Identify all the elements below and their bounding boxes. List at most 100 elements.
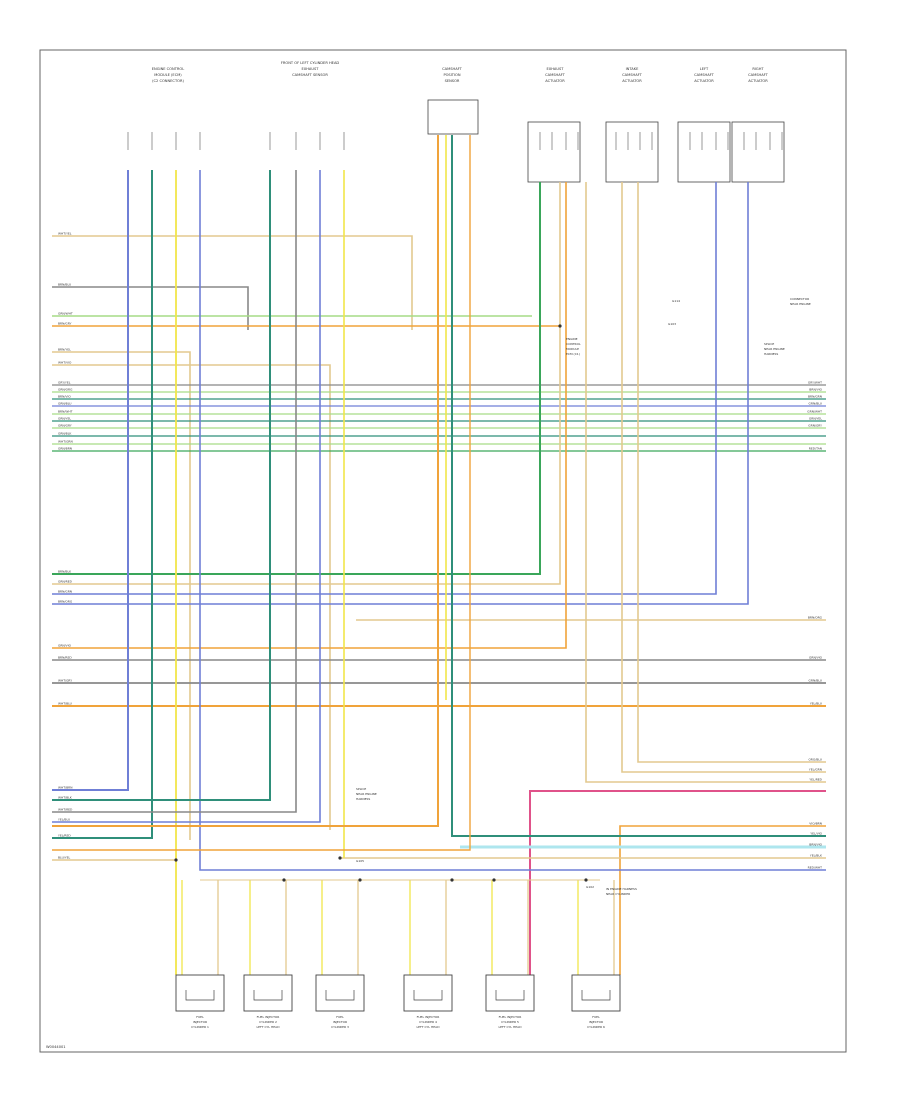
- fuel-injector-1-label-2: INJECTOR: [193, 1020, 207, 1024]
- annotation-connector-line-1: CONNECTOR: [790, 297, 809, 301]
- splice-dot-3: [338, 856, 342, 860]
- left-wire-label-5: BRN/YEL: [58, 348, 71, 352]
- wire-v-10: [52, 135, 471, 851]
- left-wire-label-8: GRN/ORG: [58, 388, 73, 392]
- left-wire-label-27: WHT/RED: [58, 808, 73, 812]
- header-component-2: FRONT OF LEFT CYLINDER HEAD EXHAUST CAMS…: [281, 61, 340, 77]
- header-component-5-line-1: INTAKE: [626, 67, 639, 71]
- wire-v-1: [52, 170, 129, 791]
- header-component-6-line-3: ACTUATOR: [694, 79, 714, 83]
- fuel-injector-5-body: [485, 974, 535, 1012]
- fuel-injector-3-body: [315, 974, 365, 1012]
- left-wire-label-13: GRN/GRY: [58, 424, 72, 428]
- splice-dot-4: [450, 878, 454, 882]
- right-wire-label-5: GRN/WHT: [807, 410, 822, 414]
- wire-r-6: [451, 135, 826, 837]
- left-wire-label-14: GRN/BLK: [58, 432, 72, 436]
- header-component-3-line-3: SENSOR: [445, 79, 460, 83]
- fuel-injector-4-body: [403, 974, 453, 1012]
- header-component-5-line-2: CAMSHAFT: [622, 73, 643, 77]
- left-wire-label-4: BRN/GRY: [58, 322, 72, 326]
- fuel-injector-3-coil-icon: [325, 990, 355, 1001]
- fuel-injector-5-label-2: CYLINDER 5: [501, 1020, 519, 1024]
- wire-v-5: [52, 170, 297, 813]
- left-wire-label-12: GRN/YEL: [58, 417, 71, 421]
- left-wire-label-1: WHT/YEL: [58, 232, 72, 236]
- left-wire-label-25: WHT/BRN: [58, 786, 72, 790]
- right-wire-label-15: YEL/RED: [809, 778, 822, 782]
- header-component-6-line-1: LEFT: [700, 67, 709, 71]
- annotation-splice-2-line-3: HARNESS: [356, 797, 370, 801]
- right-wire-label-14: YEL/GRN: [809, 768, 822, 772]
- right-wire-label-16: VIO/BRN: [809, 822, 822, 826]
- left-wire-label-11: BRN/WHT: [58, 410, 73, 414]
- right-wire-label-10: GRN/VIO: [809, 656, 823, 660]
- left-wire-label-18: GRN/RED: [58, 580, 73, 584]
- header-component-7: RIGHT CAMSHAFT ACTUATOR: [748, 67, 769, 83]
- actuator-box-2: [605, 121, 659, 183]
- header-component-6: LEFT CAMSHAFT ACTUATOR: [694, 67, 715, 83]
- wire-r-1: [637, 182, 826, 763]
- right-wire-label-13: ORG/BLU: [808, 758, 822, 762]
- fuel-injector-5-coil-icon: [495, 990, 525, 1001]
- right-wire-label-6: GRN/YEL: [809, 417, 822, 421]
- fuel-injector-4-label-3: LEFT CYL HEAD: [416, 1025, 440, 1029]
- left-wire-label-24: WHT/BLU: [58, 702, 72, 706]
- left-wire-label-29: YEL/RED: [58, 834, 71, 838]
- header-component-2-line-1: FRONT OF LEFT CYLINDER HEAD: [281, 61, 340, 65]
- right-wire-label-19: YEL/BLK: [810, 854, 823, 858]
- header-component-7-line-1: RIGHT: [752, 67, 764, 71]
- fuel-injector-6-label-2: INJECTOR: [589, 1020, 603, 1024]
- fuel-injector-1-coil-icon: [185, 990, 215, 1001]
- wire-v-8: [52, 135, 439, 827]
- wire-v-4: [52, 170, 271, 801]
- header-component-4-line-3: ACTUATOR: [545, 79, 565, 83]
- annotation-splice-1: SPLICE NEAR ENGINE HARNESS: [764, 342, 785, 356]
- right-wire-labels: GRY/WHTBRN/VIOBRN/GRNGRN/BLUGRN/WHTGRN/Y…: [807, 381, 823, 870]
- header-component-1-line-2: MODULE (ECM): [154, 73, 182, 77]
- header-component-4-line-2: CAMSHAFT: [545, 73, 566, 77]
- header-component-2-line-2: EXHAUST: [301, 67, 319, 71]
- header-component-1: ENGINE CONTROL MODULE (ECM) (C2 CONNECTO…: [152, 67, 185, 83]
- right-wire-label-17: YEL/VIO: [810, 832, 822, 836]
- right-wire-label-8: RED/TAN: [809, 447, 822, 451]
- fuel-injector-4-label-1: FUEL INJECTOR: [417, 1015, 440, 1019]
- right-wire-label-9: BRN/ORG: [808, 616, 823, 620]
- right-wire-label-4: GRN/BLU: [809, 402, 822, 406]
- left-wire-label-30: BLU/YEL: [58, 856, 71, 860]
- wire-v-6: [52, 170, 321, 823]
- left-wire-label-20: BRN/ORG: [58, 600, 73, 604]
- header-component-4-line-1: EXHAUST: [546, 67, 564, 71]
- wire-h-2: [52, 286, 249, 330]
- annotation-ecm-c1-line-2: CONTROL: [566, 342, 581, 346]
- tag-g114: G114: [672, 299, 680, 303]
- actuator-box-4: [731, 121, 785, 183]
- header-component-1-line-1: ENGINE CONTROL: [152, 67, 184, 71]
- annotation-connector-line-2: NEAR ENGINE: [790, 302, 811, 306]
- annotation-ecm-c1-line-4: ECM (C1): [566, 352, 580, 356]
- wire-h-9: [52, 182, 717, 595]
- annotation-ecm-c1: ENGINE CONTROL MODULE ECM (C1): [566, 337, 581, 356]
- fuel-injector-6-label-3: CYLINDER 6: [587, 1025, 605, 1029]
- splice-dot-2: [174, 858, 178, 862]
- left-wire-label-7: GRY/YEL: [58, 381, 71, 385]
- right-wire-label-18: BRN/VIO: [809, 843, 822, 847]
- left-wire-label-16: GRN/BRN: [58, 447, 72, 451]
- left-wire-label-6: WHT/VIO: [58, 361, 72, 365]
- annotation-harness: IN ENGINE HARNESS NEAR CYLINDER: [606, 887, 637, 896]
- tag-g103: G103: [668, 322, 676, 326]
- wire-h-10: [52, 182, 749, 605]
- tag-g105: G105: [356, 859, 364, 863]
- annotation-harness-line-2: NEAR CYLINDER: [606, 892, 630, 896]
- annotation-harness-line-1: IN ENGINE HARNESS: [606, 887, 637, 891]
- wire-r-5: [619, 825, 826, 975]
- right-wire-label-11: GRN/BLU: [809, 679, 822, 683]
- annotation-splice-2: SPLICE NEAR ENGINE HARNESS: [356, 787, 377, 801]
- fuel-injector-6-label-1: FUEL: [592, 1015, 600, 1019]
